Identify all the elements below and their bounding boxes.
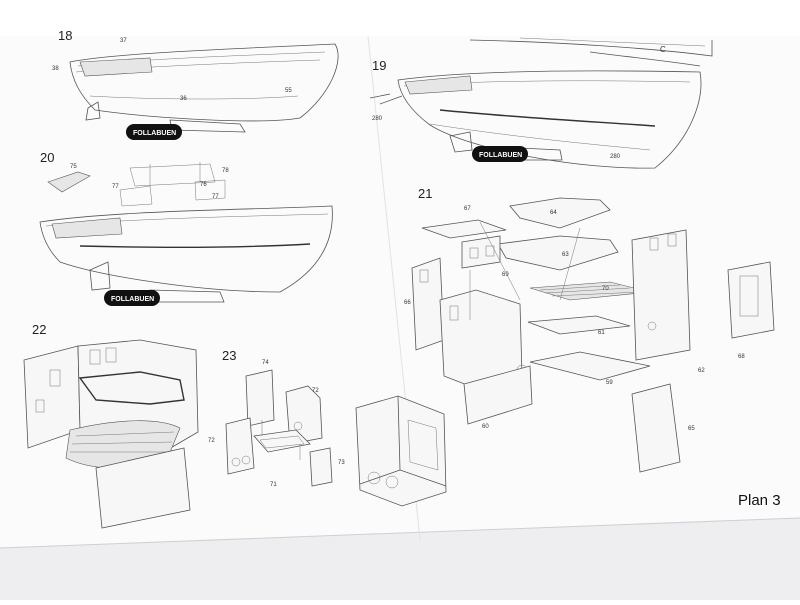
step-20-drawing: 20 75 78 77 76 77 FOLLABUEN (39, 150, 333, 306)
step-number: 22 (32, 322, 46, 337)
badge-text: FOLLABUEN (133, 130, 176, 137)
part-label: 73 (338, 460, 345, 466)
part-label: 71 (270, 482, 277, 488)
plan-title: Plan 3 (738, 492, 781, 509)
part-label: 38 (52, 66, 59, 72)
part-label: C (660, 45, 666, 54)
name-badge (472, 146, 528, 162)
part-label: 62 (698, 368, 705, 374)
part-label: 66 (404, 300, 411, 306)
part-label: 60 (482, 424, 489, 430)
step-number: 20 (40, 150, 54, 165)
part-label: 74 (262, 360, 269, 366)
part-label: 280 (372, 116, 383, 122)
part-label: 36 (180, 96, 187, 102)
part-label: 69 (502, 272, 509, 278)
step-number: 19 (372, 58, 386, 73)
part-label: 72 (208, 438, 215, 444)
part-label: 70 (602, 286, 609, 292)
step-number: 18 (58, 28, 72, 43)
part-label: 55 (285, 88, 292, 94)
part-label: 63 (562, 252, 569, 258)
name-badge (104, 290, 160, 306)
part-label: 280 (610, 154, 621, 160)
name-badge (126, 124, 182, 140)
part-label: 68 (738, 354, 745, 360)
paper-shadow (0, 518, 800, 600)
part-label: 78 (222, 168, 229, 174)
part-label: 64 (550, 210, 557, 216)
step-23-drawing: 23 74 72 72 71 73 (208, 348, 447, 507)
step-21-drawing: 21 67 64 63 69 66 70 61 59 60 (404, 186, 775, 473)
step-22-drawing: 22 (23, 322, 199, 529)
step-number: 21 (418, 186, 432, 201)
part-label: 72 (312, 388, 319, 394)
part-label: 61 (598, 330, 605, 336)
part-label: 77 (212, 194, 219, 200)
badge-text: FOLLABUEN (479, 152, 522, 159)
part-label: 37 (120, 38, 127, 44)
part-label: 75 (70, 164, 77, 170)
part-label: 67 (464, 206, 471, 212)
step-19-drawing: 19 C FOLLABUEN 280 280 (369, 37, 713, 169)
part-label: 65 (688, 426, 695, 432)
part-label: 59 (606, 380, 613, 386)
step-number: 23 (222, 348, 236, 363)
part-label: 76 (200, 182, 207, 188)
part-label: 77 (112, 184, 119, 190)
step-18-drawing: 18 FOLLABUEN 38 37 36 55 (52, 28, 339, 140)
badge-text: FOLLABUEN (111, 296, 154, 303)
